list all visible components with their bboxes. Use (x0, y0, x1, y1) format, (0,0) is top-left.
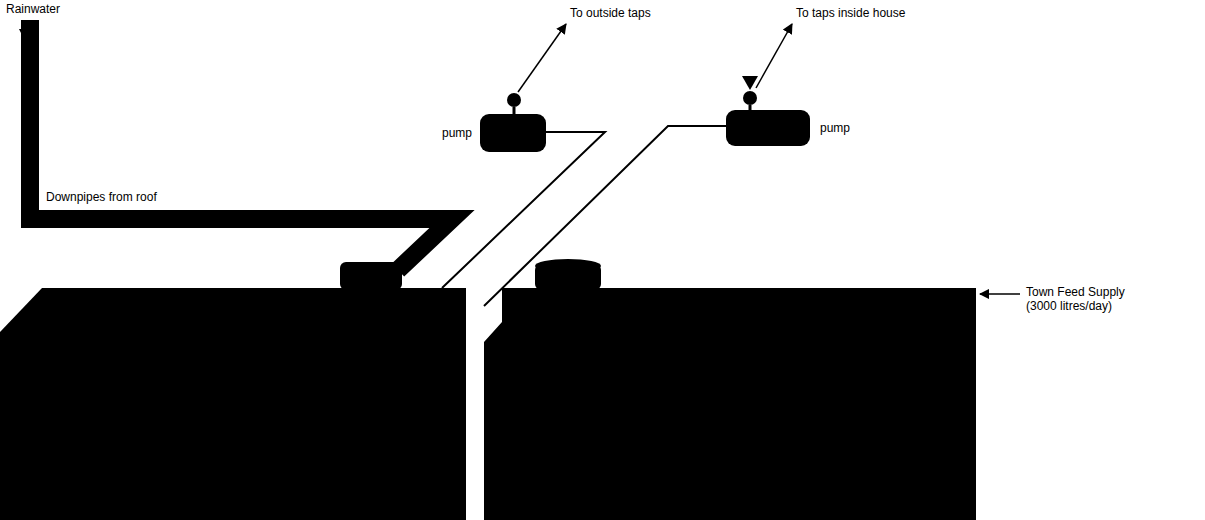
leader-arrow (518, 24, 566, 92)
valve (742, 76, 758, 90)
pump-symbol: pump (480, 114, 546, 152)
pump-label: pump (818, 121, 852, 135)
valve (743, 91, 757, 105)
pipe (442, 132, 605, 288)
pump-symbol: pump (726, 110, 810, 146)
valve (507, 93, 521, 107)
flow-arrow (23, 20, 25, 38)
mains-tank (484, 288, 976, 520)
outlet-label: To taps inside house (794, 6, 907, 20)
downpipe (30, 20, 452, 270)
tank-lid (340, 262, 402, 290)
pipe (484, 126, 728, 306)
leader-arrow (756, 24, 792, 88)
outlet-label: To outside taps (568, 6, 653, 20)
pipe-label: Downpipes from roof (44, 190, 159, 204)
tank-lid (535, 259, 601, 273)
rainwater-tank (0, 288, 466, 520)
pump-label: pump (440, 126, 474, 140)
supply-label: Town Feed Supply (3000 litres/day) (1024, 285, 1158, 314)
flow-arrow (980, 293, 1020, 295)
flow-label: Rainwater (4, 2, 62, 16)
